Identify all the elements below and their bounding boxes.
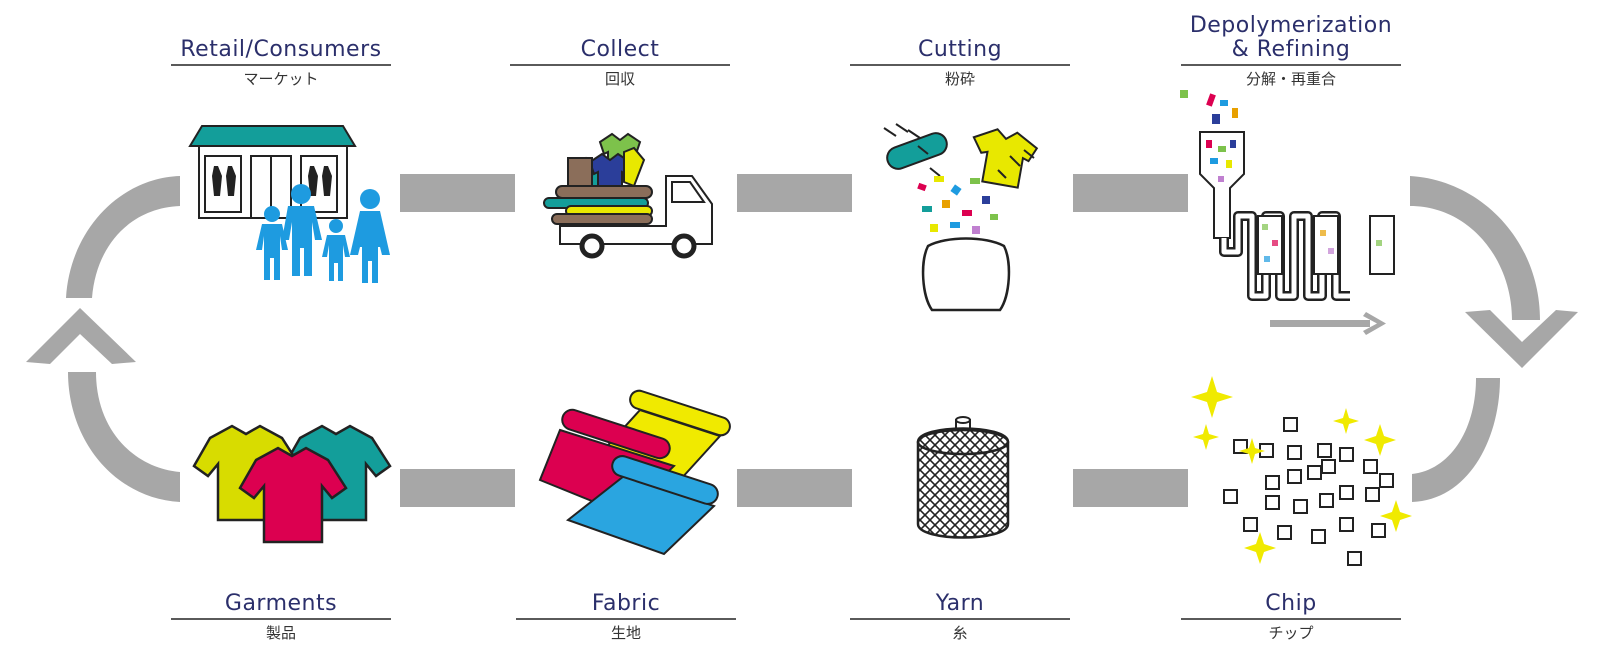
- stage-label-depoly: Depolymerization & Refining 分解・再重合: [1181, 14, 1401, 88]
- stage-rule: [1181, 618, 1401, 620]
- tshirts-icon: [192, 424, 392, 544]
- stage-rule: [1181, 64, 1401, 66]
- connector-cutting-depoly: [1073, 174, 1188, 212]
- stage-rule: [850, 618, 1070, 620]
- connector-fabric-yarn: [737, 469, 852, 507]
- stage-title-fabric: Fabric: [591, 591, 661, 616]
- stage-title-garments: Garments: [224, 591, 338, 616]
- fabric-rolls-icon: [538, 389, 731, 556]
- stage-label-cutting: Cutting 粉砕: [850, 38, 1070, 88]
- stage-rule: [171, 64, 391, 66]
- left-curved-arrow: [26, 176, 180, 502]
- stage-subtitle-garments: 製品: [265, 624, 296, 642]
- stage-title-collect: Collect: [580, 37, 660, 62]
- stage-subtitle-yarn: 糸: [952, 624, 968, 642]
- yarn-spool-icon: [916, 416, 1010, 539]
- connector-garments-fabric: [400, 469, 515, 507]
- connectors: [400, 174, 1188, 507]
- stage-subtitle-retail: マーケット: [243, 70, 319, 88]
- stage-label-yarn: Yarn 糸: [850, 592, 1070, 642]
- stage-rule: [850, 64, 1070, 66]
- stage-subtitle-chip: チップ: [1268, 624, 1314, 642]
- stage-rule: [510, 64, 730, 66]
- stage-title-cutting: Cutting: [917, 37, 1003, 62]
- stage-label-fabric: Fabric 生地: [516, 592, 736, 642]
- stage-title-chip: Chip: [1265, 591, 1317, 616]
- stage-label-chip: Chip チップ: [1181, 592, 1401, 642]
- shredder-icon: [883, 123, 1039, 312]
- stage-title-yarn: Yarn: [935, 591, 985, 616]
- stage-title-depoly-line2: & Refining: [1231, 37, 1351, 62]
- stage-rule: [516, 618, 736, 620]
- chips-sparkle-icon: [1191, 376, 1412, 566]
- stage-label-collect: Collect 回収: [510, 38, 730, 88]
- stage-subtitle-collect: 回収: [604, 70, 635, 88]
- stage-label-retail: Retail/Consumers マーケット: [171, 38, 391, 88]
- stage-label-garments: Garments 製品: [171, 592, 391, 642]
- stage-subtitle-cutting: 粉砕: [944, 70, 975, 88]
- stage-title-retail: Retail/Consumers: [180, 37, 382, 62]
- refinery-icon: [1180, 90, 1395, 335]
- right-curved-arrow: [1410, 176, 1578, 502]
- connector-retail-collect: [400, 174, 515, 212]
- stage-subtitle-depoly: 分解・再重合: [1245, 70, 1336, 88]
- stage-title-depoly-line1: Depolymerization: [1189, 13, 1393, 38]
- connector-collect-cutting: [737, 174, 852, 212]
- stage-rule: [171, 618, 391, 620]
- truck-clothes-icon: [543, 132, 713, 259]
- connector-yarn-chip: [1073, 469, 1188, 507]
- store-family-icon: [188, 125, 390, 283]
- stage-subtitle-fabric: 生地: [610, 624, 641, 642]
